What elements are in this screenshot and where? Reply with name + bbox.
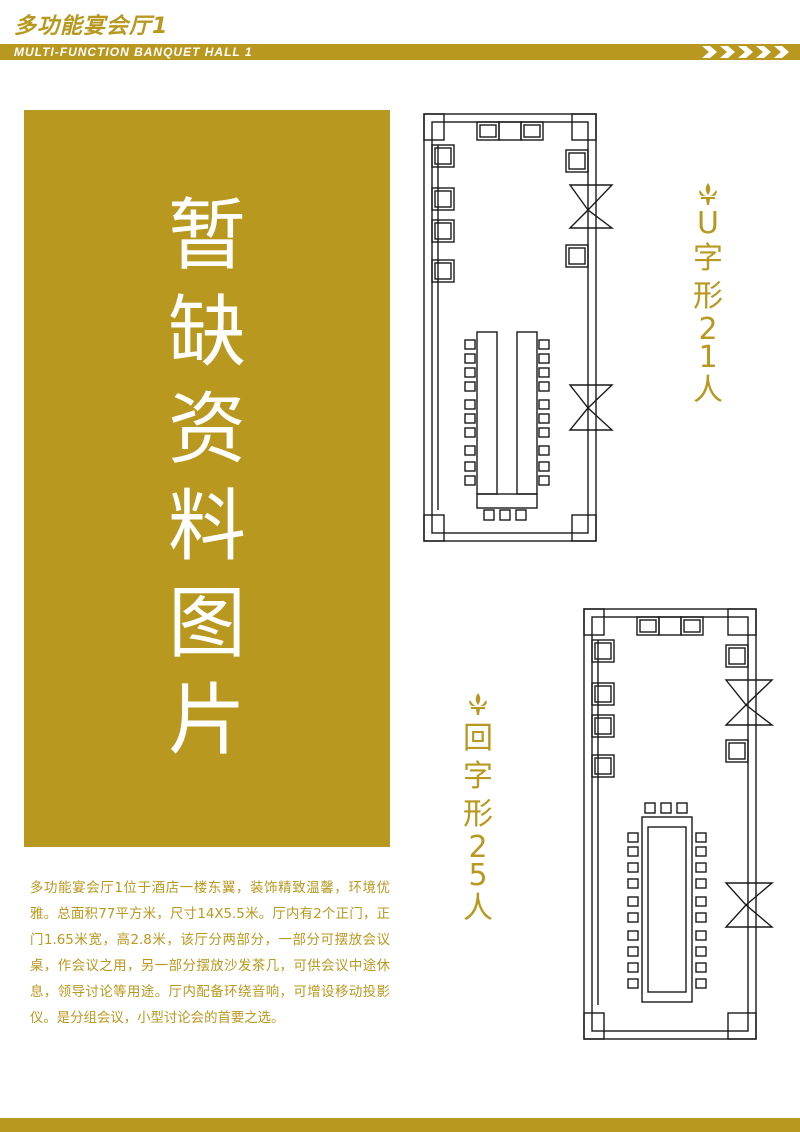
layout-label-char: 回	[463, 721, 493, 756]
layout-label-board-shape: 回 字 形 2 5 人	[460, 692, 496, 928]
chevron-arrows-icon	[702, 46, 789, 58]
layout-label-char: 形	[463, 797, 493, 832]
layout-label-char: 字	[693, 241, 723, 276]
layout-label-char: 字	[463, 759, 493, 794]
placeholder-char: 资	[167, 385, 246, 475]
layout-label-u-shape: U 字 形 2 1 人	[690, 182, 726, 410]
title-bar: MULTI-FUNCTION BANQUET HALL 1	[0, 44, 800, 60]
fleur-de-lis-icon	[469, 693, 487, 715]
placeholder-char: 料	[167, 482, 246, 572]
page-title: 多功能宴会厅1	[14, 14, 169, 39]
layout-label-char: 形	[693, 279, 723, 314]
missing-image-placeholder: 暂 缺 资 料 图 片	[24, 110, 390, 847]
layout-label-char: 2	[698, 312, 718, 347]
layout-label-char: 人	[463, 891, 493, 926]
page-subtitle: MULTI-FUNCTION BANQUET HALL 1	[14, 45, 253, 59]
fleur-de-lis-icon	[699, 183, 717, 205]
layout-label-char: 2	[468, 830, 488, 865]
floor-plan-board-shape	[583, 608, 775, 1040]
placeholder-char: 片	[167, 676, 246, 766]
placeholder-caption: 暂 缺 资 料 图 片	[24, 188, 390, 770]
layout-label-char: 人	[693, 373, 723, 408]
placeholder-char: 缺	[167, 288, 246, 378]
footer-bar	[0, 1118, 800, 1132]
floor-plan-u-shape	[423, 113, 615, 542]
placeholder-char: 暂	[167, 191, 246, 281]
placeholder-char: 图	[167, 579, 246, 669]
layout-label-char: U	[697, 206, 719, 241]
hall-description: 多功能宴会厅1位于酒店一楼东翼，装饰精致温馨，环境优雅。总面积77平方米，尺寸1…	[30, 881, 390, 1026]
layout-label-char: 1	[698, 340, 718, 375]
layout-label-char: 5	[468, 858, 488, 893]
